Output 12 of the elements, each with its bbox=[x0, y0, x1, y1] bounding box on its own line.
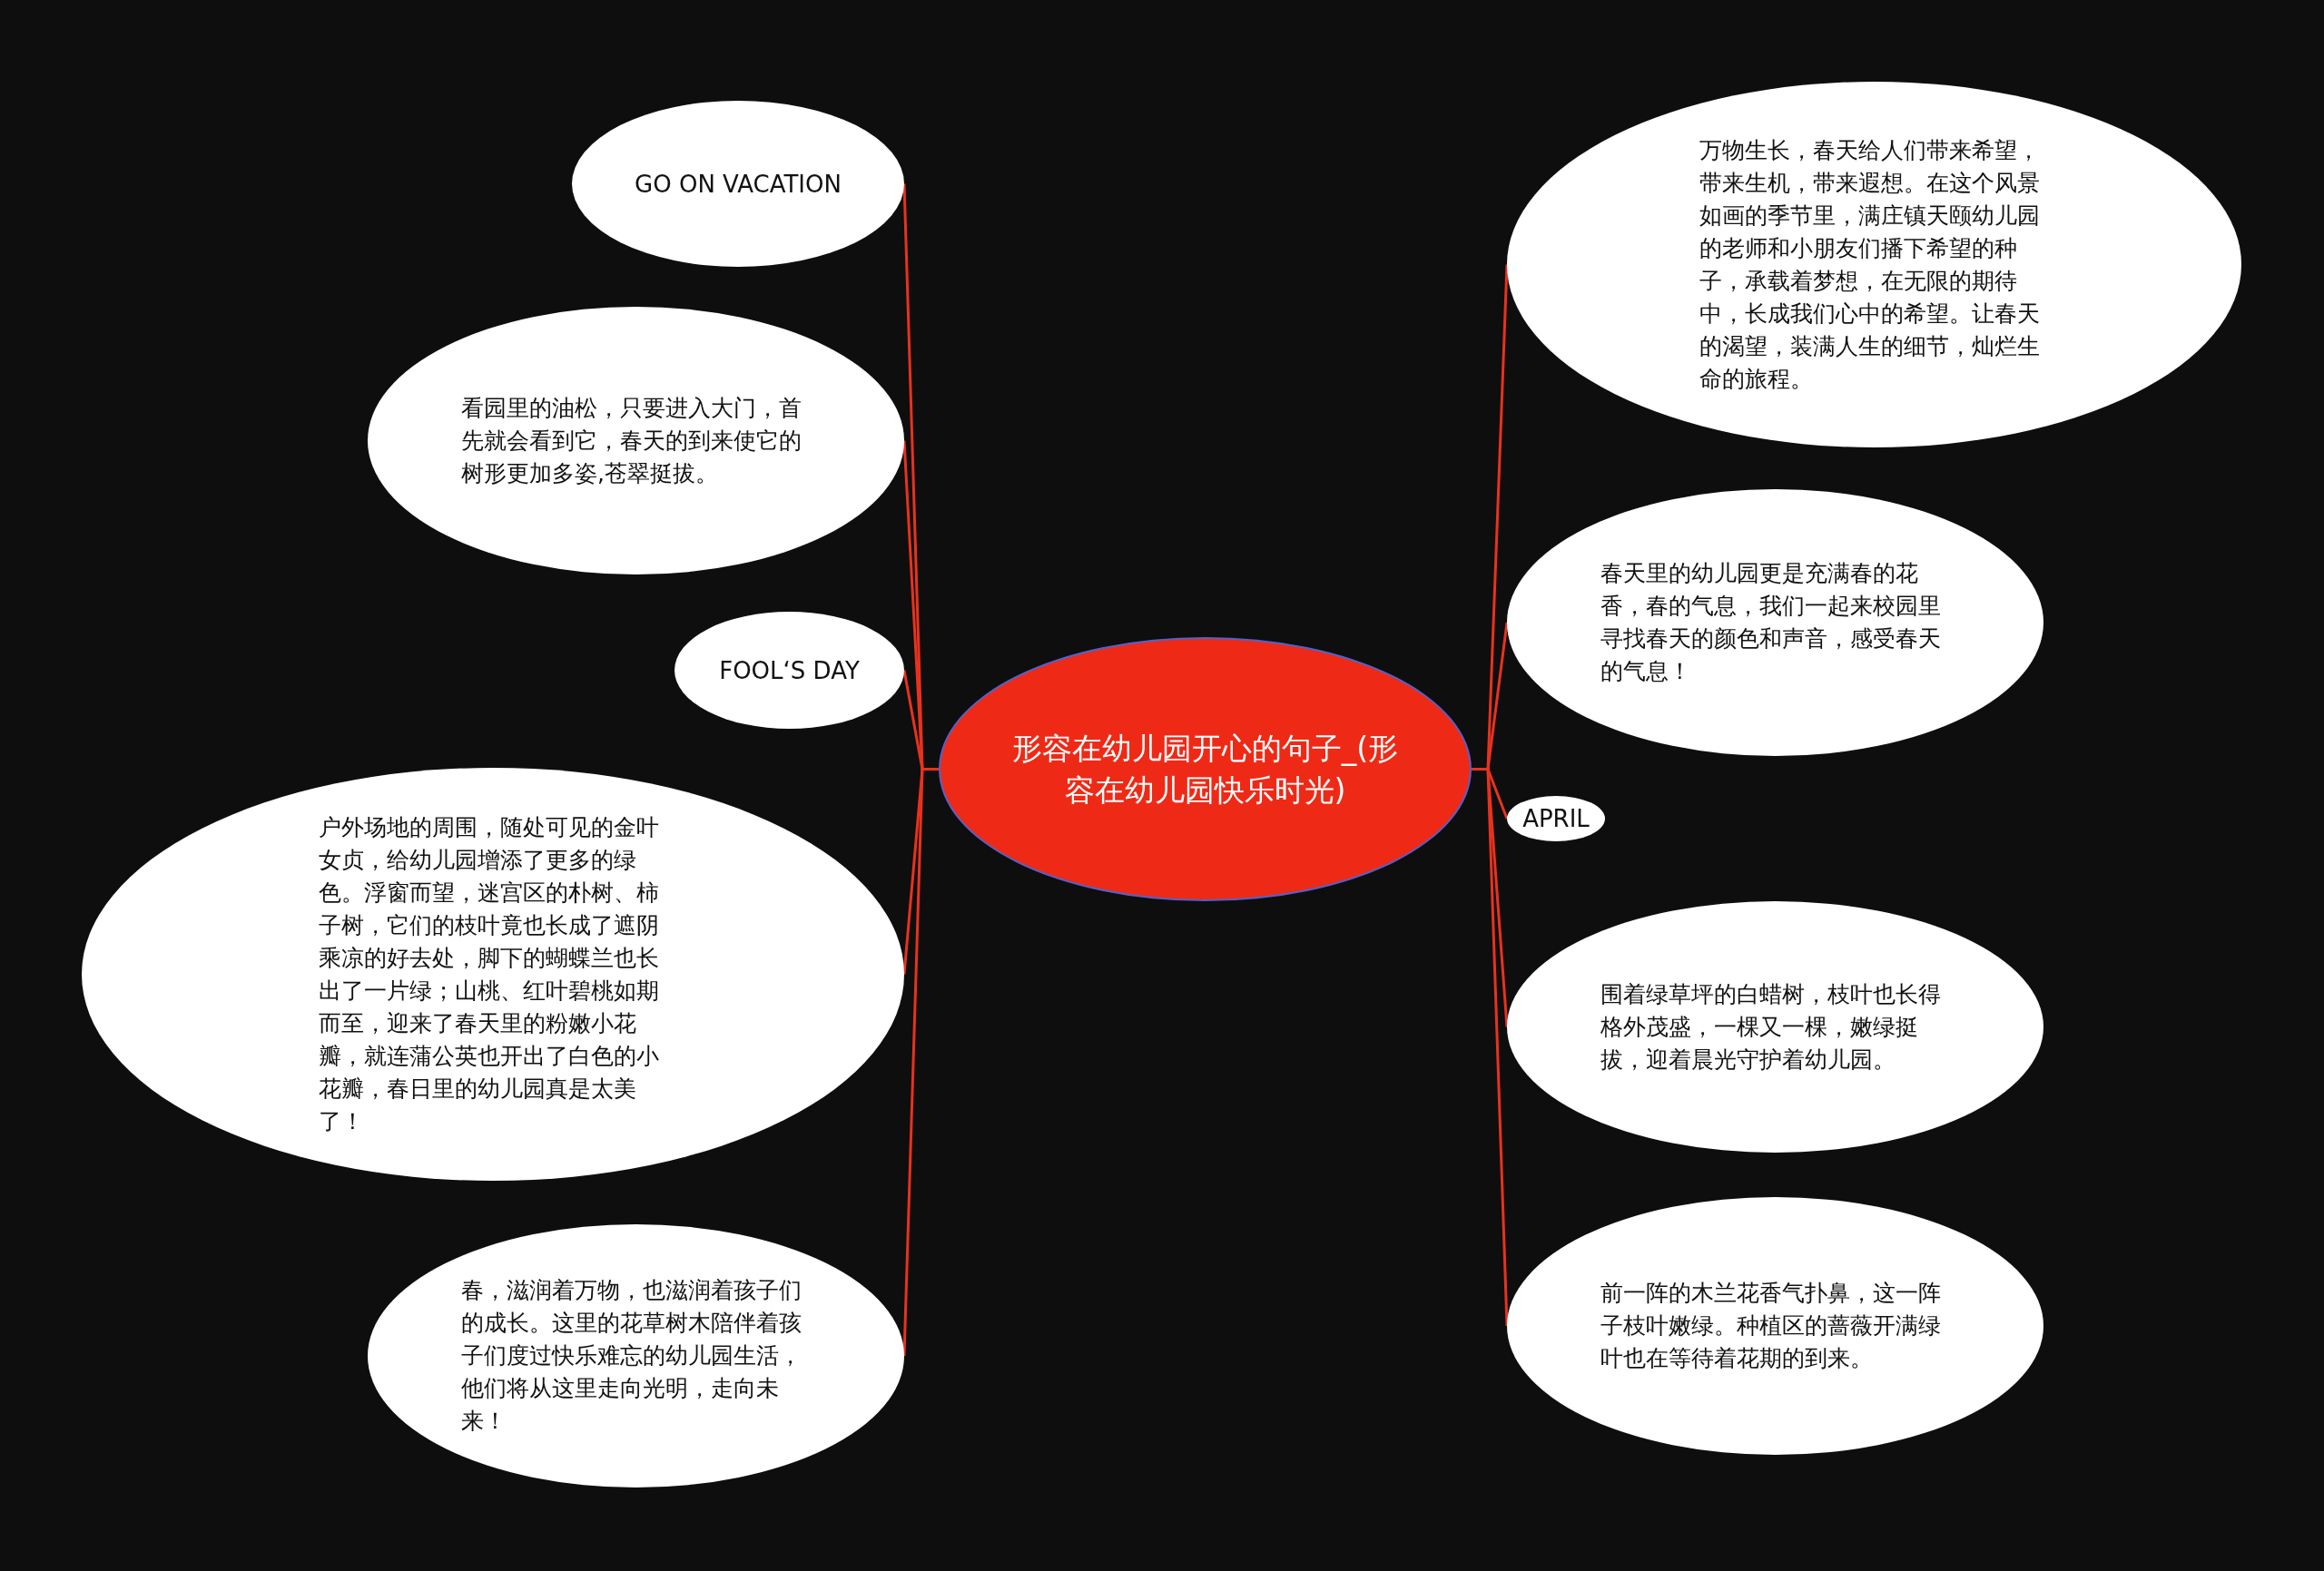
topic-text: 万物生长，春天给人们带来希望，带来生机，带来遐想。在这个风景如画的季节里，满庄镇天颐幼儿园的老师和小朋友们播下希望的种子，承载着梦想，在无限的期待中，长成我们心中的希望。让春天的渴望，装满人生的细节，灿烂生命的旅程。 bbox=[1699, 135, 2041, 394]
central-topic-text: 形容在幼儿园开心的句子_(形容在幼儿园快乐时光) bbox=[1010, 729, 1400, 810]
topic-text: GO ON VACATION bbox=[635, 169, 842, 200]
topic-text: 前一阵的木兰花香气扑鼻，这一阵子枝叶嫩绿。种植区的蔷薇开满绿叶也在等待着花期的到来。 bbox=[1600, 1279, 1942, 1373]
topic-text: 户外场地的周围，随处可见的金叶女贞，给幼儿园增添了更多的绿色。浮窗而望，迷宫区的朴树、柿子树，它们的枝叶竟也长成了遮阴乘凉的好去处，脚下的蝴蝶兰也长出了一片绿；山桃、红叶碧桃如期而至，迎来了春天里的粉嫩小花瓣，就连蒲公英也开出了白色的小花瓣，春日里的幼儿园真是太美了！ bbox=[318, 812, 660, 1136]
topic-ellipse bbox=[1507, 796, 1605, 841]
topic-text: 看园里的油松，只要进入大门，首先就会看到它，春天的到来使它的树形更加多姿,苍翠挺拔。 bbox=[461, 393, 803, 488]
topic-text: APRIL bbox=[1522, 804, 1590, 834]
topic-text: 春，滋润着万物，也滋润着孩子们的成长。这里的花草树木陪伴着孩子们度过快乐难忘的幼儿园生活，他们将从这里走向光明，走向未来！ bbox=[461, 1276, 803, 1436]
topic-text: FOOL‘S DAY bbox=[719, 655, 860, 686]
topic-text: 春天里的幼儿园更是充满春的花香，春的气息，我们一起来校园里寻找春天的颜色和声音，感受春天的气息！ bbox=[1600, 559, 1942, 686]
topic-text: 围着绿草坪的白蜡树，枝叶也长得格外茂盛，一棵又一棵，嫩绿挺拔，迎着晨光守护着幼儿园。 bbox=[1600, 979, 1942, 1075]
